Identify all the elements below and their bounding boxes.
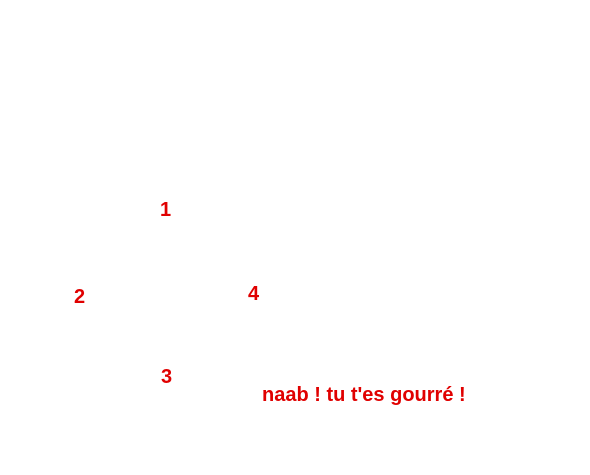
message-text: naab ! tu t'es gourré ! xyxy=(262,384,466,406)
number-label-3: 3 xyxy=(161,366,173,388)
number-label-1: 1 xyxy=(160,199,172,221)
number-label-2: 2 xyxy=(74,286,86,308)
number-label-4: 4 xyxy=(248,283,260,305)
